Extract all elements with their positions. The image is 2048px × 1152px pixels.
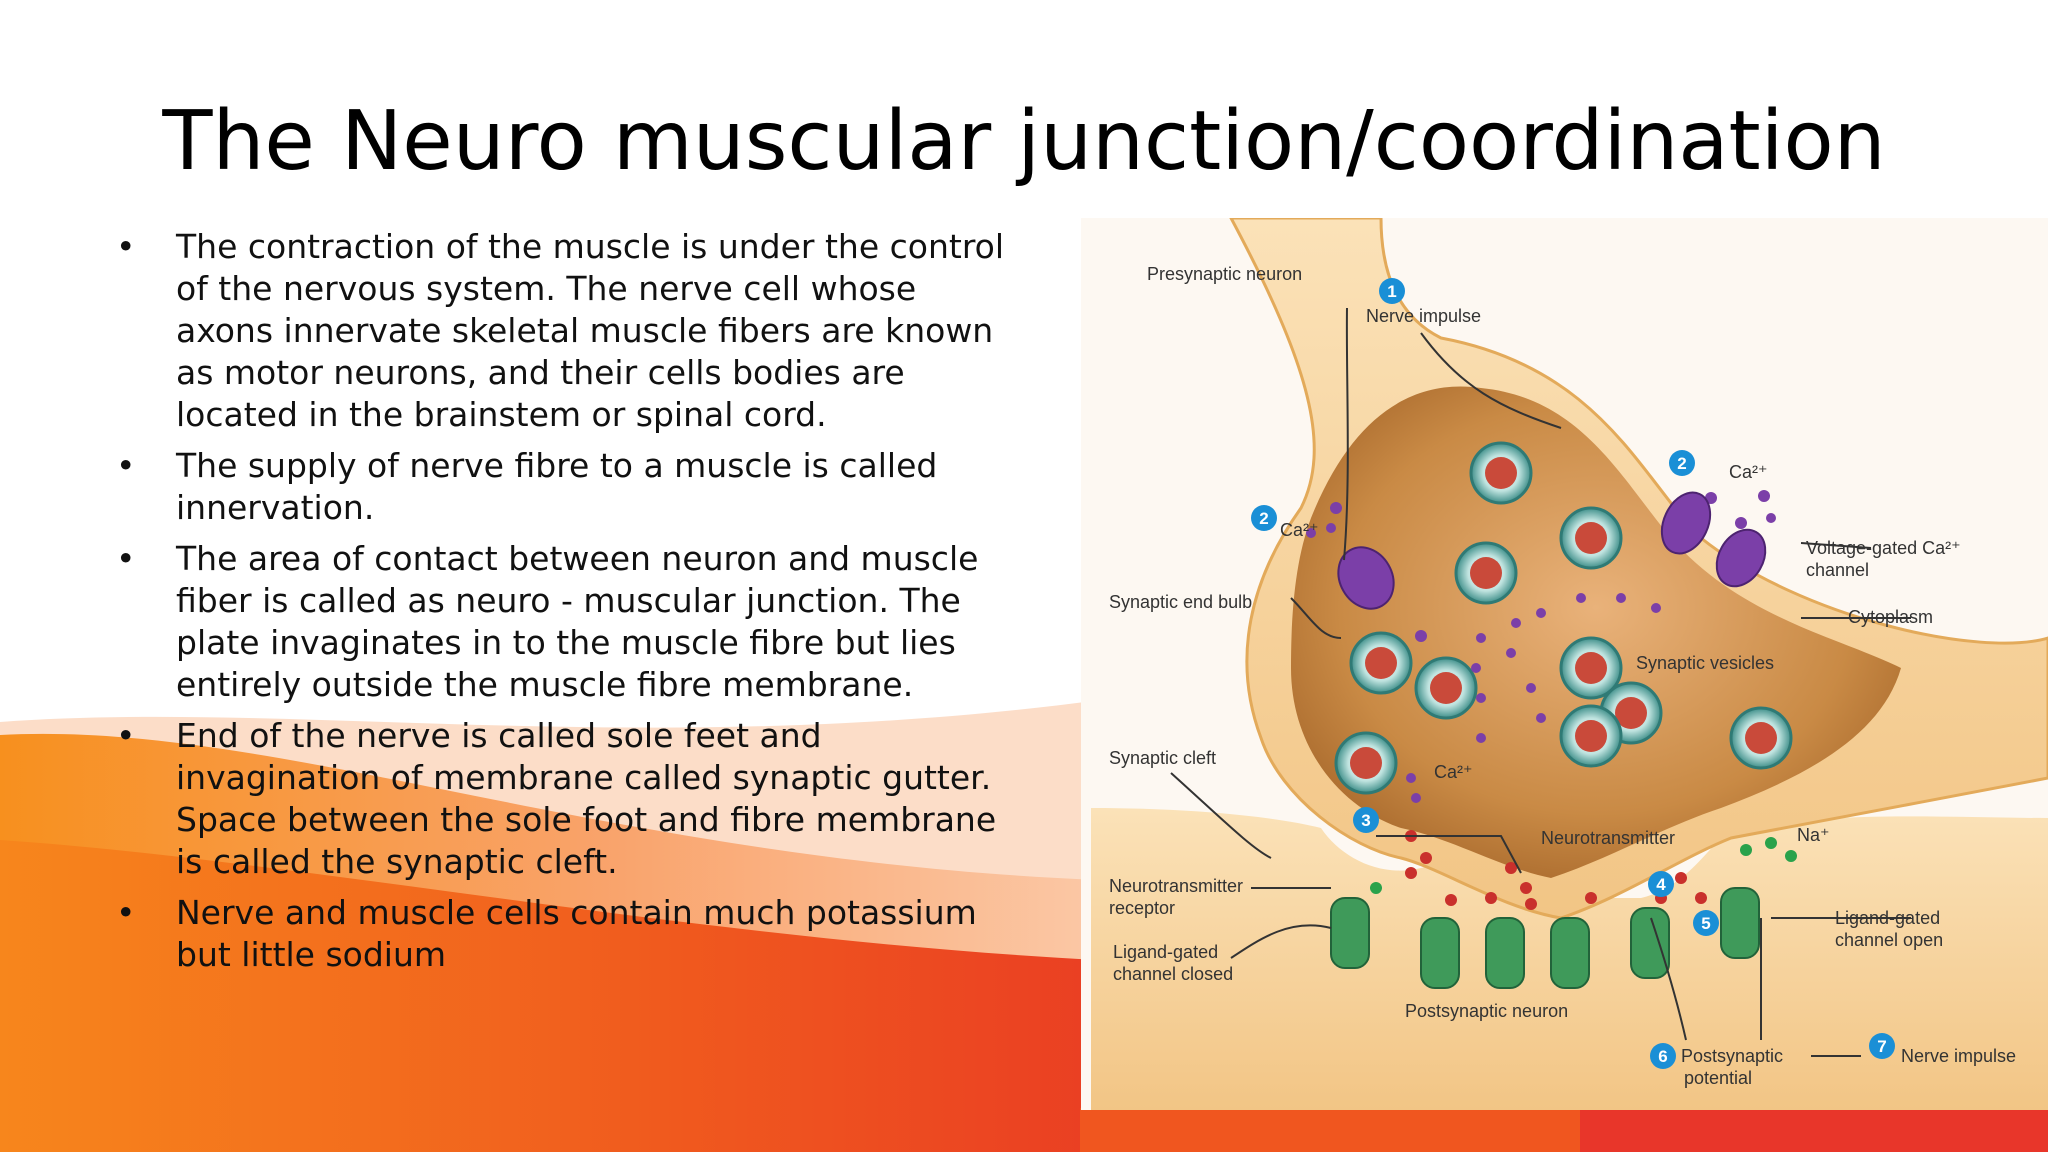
label-postsynaptic-neuron: Postsynaptic neuron: [1405, 1001, 1568, 1021]
label-lg-open-line2: channel open: [1835, 930, 1943, 950]
slide-title: The Neuro muscular junction/coordination: [162, 94, 1886, 189]
leader-lines: [1170, 307, 1911, 1057]
step-badge: 2: [1259, 509, 1268, 528]
nmj-diagram: 1 2 2 3 4 5 6 7 Presynaptic neuron Nerve…: [1081, 218, 2048, 1110]
label-presynaptic-neuron: Presynaptic neuron: [1147, 264, 1302, 284]
step-badge: 4: [1656, 875, 1666, 894]
bullet-item: • The area of contact between neuron and …: [112, 538, 1012, 706]
label-ca-left: Ca²⁺: [1280, 520, 1319, 540]
label-voltage-gated-line2: channel: [1806, 560, 1869, 580]
step-badge: 3: [1361, 811, 1370, 830]
bullet-item: • Nerve and muscle cells contain much pot…: [112, 892, 1012, 976]
bullet-text: The contraction of the muscle is under t…: [176, 227, 1005, 434]
step-badge: 5: [1701, 914, 1710, 933]
step-badge: 1: [1387, 282, 1396, 301]
bullet-glyph: •: [116, 716, 136, 755]
label-lg-open-line1: Ligand-gated: [1835, 908, 1940, 928]
label-nt-receptor-line2: receptor: [1109, 898, 1175, 918]
neurotransmitter-receptors: [1330, 887, 1760, 989]
label-nerve-impulse-bottom: Nerve impulse: [1901, 1046, 2016, 1066]
calcium-ions: [1306, 490, 1776, 803]
bullet-glyph: •: [116, 893, 136, 932]
label-ca-right: Ca²⁺: [1729, 462, 1768, 482]
bullet-text: The supply of nerve fibre to a muscle is…: [176, 446, 938, 527]
step-badge: 2: [1677, 454, 1686, 473]
label-cytoplasm: Cytoplasm: [1848, 607, 1933, 627]
bullet-item: • End of the nerve is called sole feet an…: [112, 715, 1012, 883]
bullet-item: • The supply of nerve fibre to a muscle i…: [112, 445, 1012, 529]
label-postsynaptic-potential-line1: Postsynaptic: [1681, 1046, 1783, 1066]
bullet-glyph: •: [116, 446, 136, 485]
bullet-text: The area of contact between neuron and m…: [176, 539, 979, 704]
step-badge: 7: [1877, 1037, 1886, 1056]
synaptic-vesicles: [1334, 441, 1793, 795]
label-lg-closed-line2: channel closed: [1113, 964, 1233, 984]
label-na: Na⁺: [1797, 825, 1830, 845]
label-ca-low: Ca²⁺: [1434, 762, 1473, 782]
sodium-ions: [1370, 837, 1797, 894]
label-voltage-gated-line1: Voltage-gated Ca²⁺: [1806, 538, 1961, 558]
bullet-text: Nerve and muscle cells contain much pota…: [176, 893, 977, 974]
label-nt-receptor-line1: Neurotransmitter: [1109, 876, 1243, 896]
label-lg-closed-line1: Ligand-gated: [1113, 942, 1218, 962]
label-synaptic-cleft: Synaptic cleft: [1109, 748, 1216, 768]
label-neurotransmitter: Neurotransmitter: [1541, 828, 1675, 848]
label-synaptic-vesicles: Synaptic vesicles: [1636, 653, 1774, 673]
bullet-glyph: •: [116, 227, 136, 266]
voltage-gated-channels: [1337, 491, 1767, 610]
step-badges: 1 2 2 3 4 5 6 7: [1251, 278, 1895, 1069]
bullet-item: • The contraction of the muscle is under …: [112, 226, 1012, 436]
diagram-labels: Presynaptic neuron Nerve impulse Ca²⁺ Ca…: [1109, 264, 2016, 1088]
label-postsynaptic-potential-line2: potential: [1684, 1068, 1752, 1088]
bullet-glyph: •: [116, 539, 136, 578]
label-synaptic-end-bulb: Synaptic end bulb: [1109, 592, 1252, 612]
label-nerve-impulse-top: Nerve impulse: [1366, 306, 1481, 326]
bullet-text: End of the nerve is called sole feet and…: [176, 716, 997, 881]
neurotransmitter-molecules: [1405, 830, 1707, 910]
bullet-list: • The contraction of the muscle is under …: [112, 226, 1012, 985]
step-badge: 6: [1658, 1047, 1667, 1066]
